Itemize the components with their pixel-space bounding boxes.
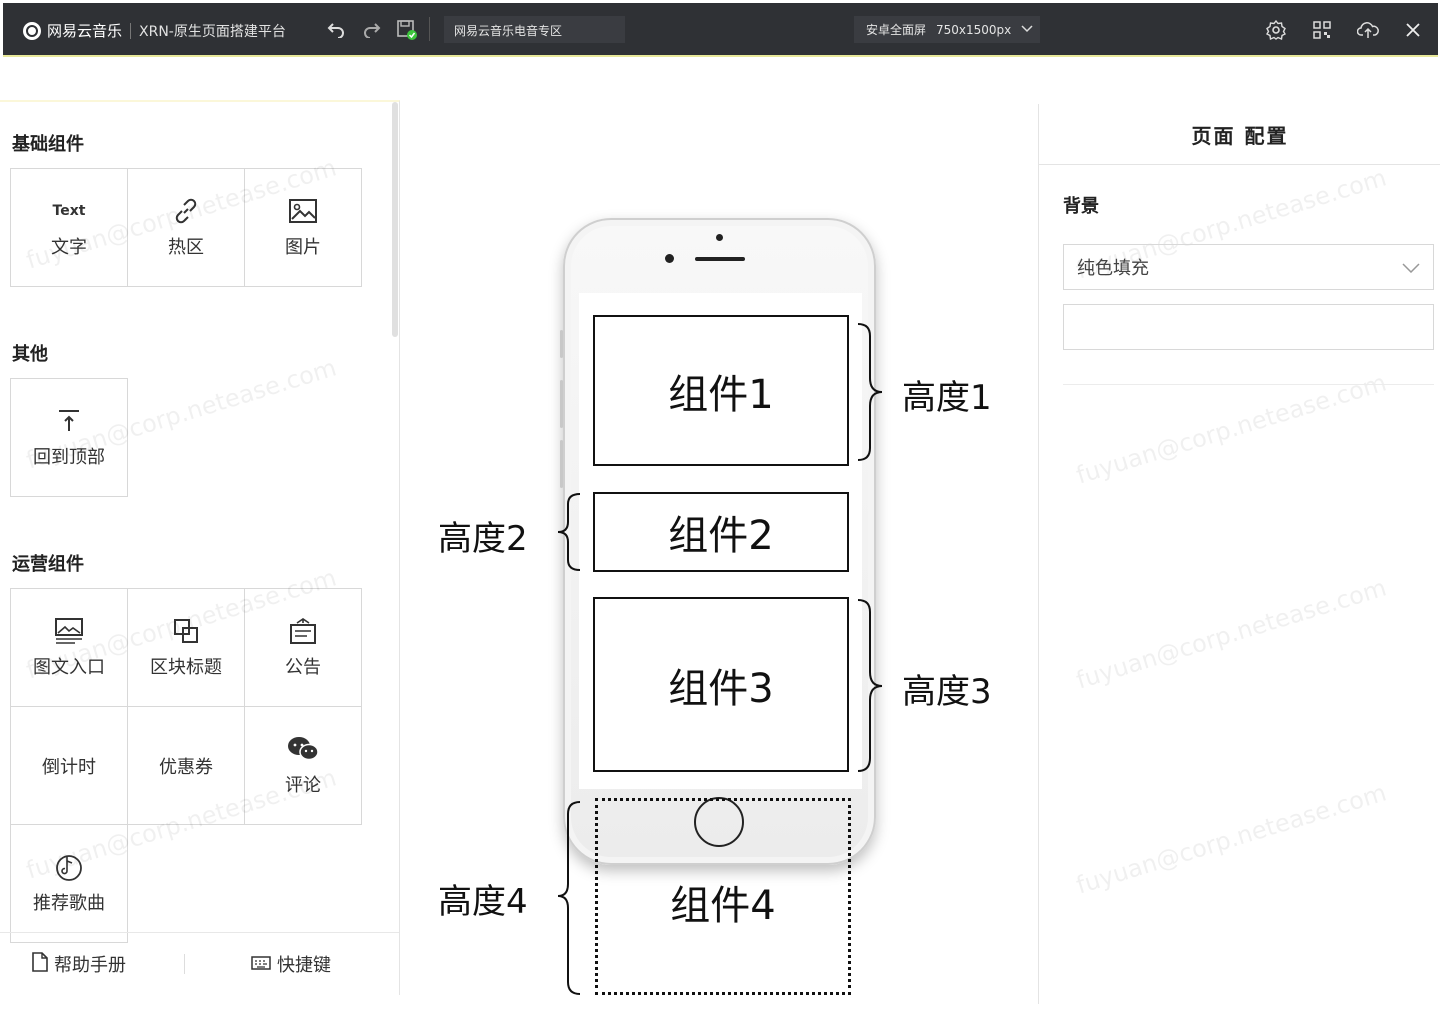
phone-speaker <box>695 257 745 261</box>
text-icon: Text <box>52 202 86 219</box>
phone-side-button <box>560 330 563 358</box>
document-icon <box>32 951 48 977</box>
section-title-basic: 基础组件 <box>12 134 84 155</box>
component-notice[interactable]: 公告 <box>245 589 362 707</box>
height-brace-4 <box>557 801 581 995</box>
toolbar-divider <box>429 17 430 41</box>
block-title-icon <box>173 617 199 645</box>
component-coupon[interactable]: 优惠券 <box>128 707 245 825</box>
section-title-other: 其他 <box>12 344 48 365</box>
app-name: 网易云音乐 <box>47 22 123 40</box>
height-brace-3 <box>857 599 883 772</box>
image-icon <box>289 197 317 225</box>
config-panel: 页面 配置 背景 纯色填充 <box>1038 104 1440 1004</box>
device-select[interactable]: 安卓全面屏 750x1500px <box>854 16 1040 43</box>
component-block-title[interactable]: 区块标题 <box>128 589 245 707</box>
canvas-component-4[interactable]: 组件4 <box>595 798 851 995</box>
recommend-song-icon <box>55 853 83 881</box>
panel-scrollbar[interactable] <box>392 102 398 337</box>
link-icon <box>173 197 199 225</box>
component-hotspot[interactable]: 热区 <box>128 169 245 287</box>
footer-divider <box>184 954 185 974</box>
settings-gear-icon[interactable] <box>1263 17 1289 43</box>
back-to-top-icon <box>57 407 81 435</box>
image-text-icon <box>55 617 83 645</box>
platform-name: XRN-原生页面搭建平台 <box>139 23 286 40</box>
component-label: 热区 <box>168 236 204 258</box>
save-icon[interactable] <box>394 17 420 43</box>
height-brace-2 <box>557 493 581 571</box>
component-label: 评论 <box>285 774 321 796</box>
component-label: 区块标题 <box>150 656 222 678</box>
phone-camera <box>665 254 674 263</box>
component-label: 倒计时 <box>42 756 96 778</box>
qr-code-icon[interactable] <box>1309 17 1335 43</box>
component-panel: 基础组件 Text 文字 热区 图片 其他 回到顶部 运营组件 <box>0 100 400 995</box>
height-label-1: 高度1 <box>902 378 992 418</box>
component-label: 优惠券 <box>159 756 213 778</box>
page-name-field[interactable]: 网易云音乐电音专区 <box>444 16 625 43</box>
component-back-to-top[interactable]: 回到顶部 <box>11 379 128 497</box>
canvas-component-1[interactable]: 组件1 <box>593 315 849 466</box>
background-label: 背景 <box>1063 196 1099 217</box>
brand: 网易云音乐 XRN-原生页面搭建平台 <box>23 20 286 41</box>
component-label: 回到顶部 <box>33 446 105 468</box>
shortcut-label: 快捷键 <box>277 955 331 976</box>
other-components-grid: 回到顶部 <box>10 378 128 497</box>
component-image-text-entry[interactable]: 图文入口 <box>11 589 128 707</box>
close-icon[interactable] <box>1400 17 1426 43</box>
phone-screen <box>579 293 862 789</box>
background-color-input[interactable] <box>1063 304 1434 350</box>
shortcut-button[interactable]: 快捷键 <box>251 951 331 977</box>
component-text[interactable]: Text 文字 <box>11 169 128 287</box>
component-image[interactable]: 图片 <box>245 169 362 287</box>
background-type-select[interactable]: 纯色填充 <box>1063 244 1434 290</box>
section-title-operation: 运营组件 <box>12 554 84 575</box>
canvas-component-3[interactable]: 组件3 <box>593 597 849 772</box>
height-label-3: 高度3 <box>902 672 992 712</box>
config-divider <box>1063 384 1434 385</box>
help-manual-button[interactable]: 帮助手册 <box>32 951 126 977</box>
redo-icon[interactable] <box>359 17 385 43</box>
notice-icon <box>289 617 317 645</box>
netease-music-logo-icon <box>23 21 41 40</box>
component-label: 图片 <box>285 236 321 258</box>
chevron-down-icon <box>1402 257 1420 278</box>
height-label-2: 高度2 <box>438 519 528 559</box>
cloud-upload-icon[interactable] <box>1355 17 1381 43</box>
component-label: 文字 <box>51 236 87 258</box>
height-label-4: 高度4 <box>438 882 528 922</box>
panel-title: 页面 配置 <box>1039 104 1440 165</box>
component-recommend-song[interactable]: 推荐歌曲 <box>11 825 128 943</box>
component-countdown[interactable]: 倒计时 <box>11 707 128 825</box>
wechat-icon <box>287 735 319 763</box>
basic-components-grid: Text 文字 热区 图片 <box>10 168 362 287</box>
undo-icon[interactable] <box>323 17 349 43</box>
canvas-component-2[interactable]: 组件2 <box>593 492 849 572</box>
brand-divider <box>130 22 132 39</box>
device-name: 安卓全面屏 <box>866 23 927 37</box>
chevron-down-icon <box>1021 23 1033 36</box>
phone-side-button <box>560 380 563 428</box>
component-label: 公告 <box>285 656 321 678</box>
phone-side-button <box>560 440 563 488</box>
component-label: 推荐歌曲 <box>33 892 105 914</box>
panel-footer: 帮助手册 快捷键 <box>0 932 399 995</box>
background-type-value: 纯色填充 <box>1077 258 1149 279</box>
height-brace-1 <box>857 323 883 461</box>
keyboard-icon <box>251 954 271 975</box>
top-bar: 网易云音乐 XRN-原生页面搭建平台 网易云音乐电音专区 安卓全面屏 750x1… <box>3 3 1438 57</box>
device-size: 750x1500px <box>936 22 1012 37</box>
help-label: 帮助手册 <box>54 955 126 976</box>
component-comment[interactable]: 评论 <box>245 707 362 825</box>
phone-sensor <box>716 234 723 241</box>
operation-components-grid: 图文入口 区块标题 公告 倒计时 优惠券 评论 <box>10 588 362 943</box>
component-label: 图文入口 <box>33 656 105 678</box>
